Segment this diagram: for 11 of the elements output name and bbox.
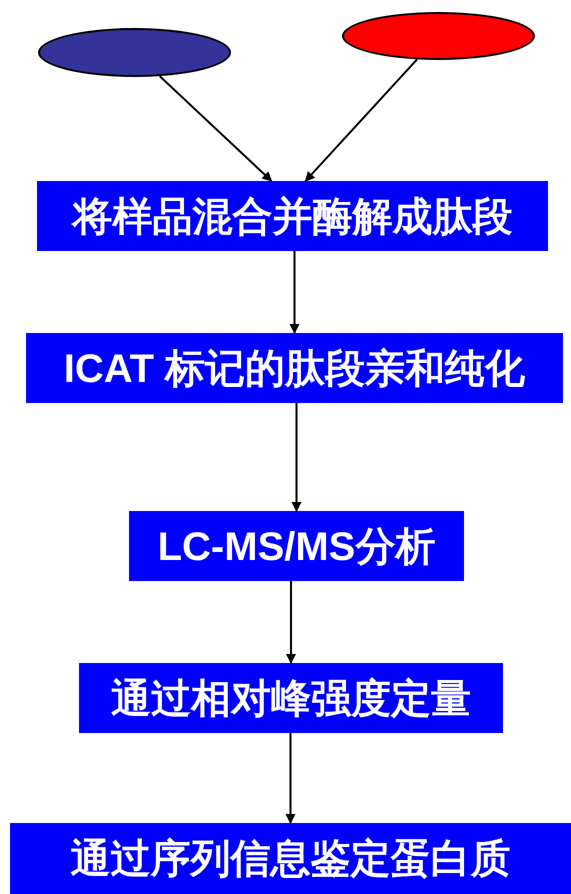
- process-box: 通过序列信息鉴定蛋白质: [10, 823, 571, 894]
- arrow: [159, 75, 272, 182]
- process-box: ICAT 标记的肽段亲和纯化: [26, 333, 563, 403]
- process-box: 将样品混合并酶解成肽段: [37, 181, 548, 251]
- arrow: [286, 581, 296, 664]
- process-box: LC-MS/MS分析: [129, 511, 464, 581]
- process-box: 通过相对峰强度定量: [79, 663, 503, 733]
- arrow: [286, 733, 296, 824]
- arrow: [290, 251, 300, 334]
- arrow: [304, 58, 418, 182]
- arrow: [292, 403, 302, 512]
